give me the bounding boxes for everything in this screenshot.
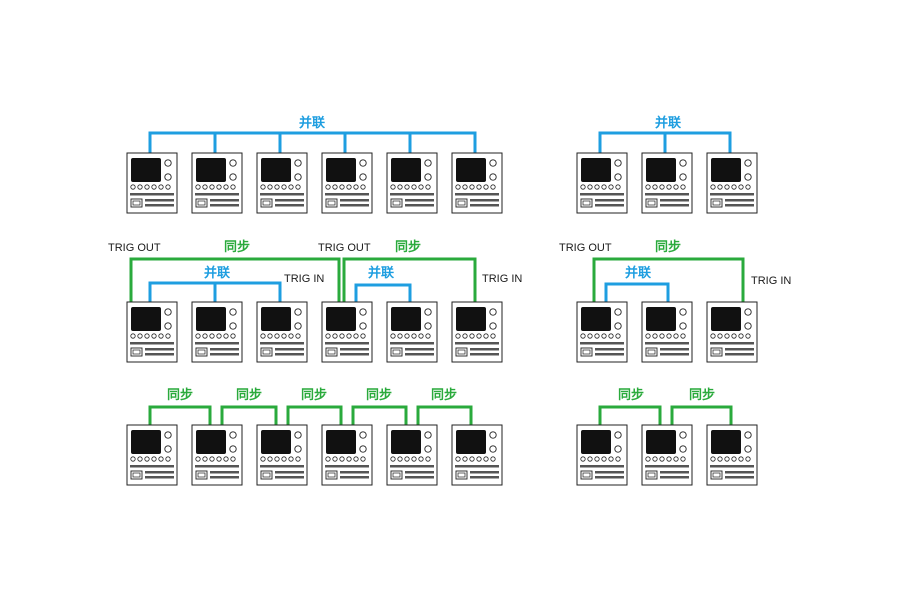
- row-parallel: 并联 并联: [126, 115, 758, 214]
- sync-line: [592, 257, 745, 303]
- parallel-label: 并联: [625, 265, 651, 281]
- trig-out-label: TRIG OUT: [108, 242, 161, 254]
- sync-label: 同步: [301, 387, 327, 403]
- sync-label: 同步: [655, 239, 681, 255]
- parallel-label: 并联: [204, 265, 230, 281]
- parallel-bus: [354, 283, 412, 303]
- row-parallel-sync: TRIG OUT 同步 并联 TRIG IN TRIG OUT 同步 并联 TR…: [108, 239, 791, 363]
- power-supply-unit-icon: [191, 424, 243, 486]
- power-supply-unit-icon: [191, 301, 243, 363]
- power-supply-unit-icon: [451, 152, 503, 214]
- power-supply-unit-icon: [706, 152, 758, 214]
- trig-in-label: TRIG IN: [751, 275, 791, 287]
- sync-label: 同步: [167, 387, 193, 403]
- power-supply-unit-icon: [706, 424, 758, 486]
- sync-chain: [598, 405, 733, 426]
- power-supply-unit-icon: [321, 301, 373, 363]
- sync-label: 同步: [224, 239, 250, 255]
- sync-label: 同步: [618, 387, 644, 403]
- power-supply-unit-icon: [576, 152, 628, 214]
- parallel-bus: [604, 282, 670, 303]
- sync-label: 同步: [366, 387, 392, 403]
- power-supply-unit-icon: [641, 424, 693, 486]
- row-sync: 同步 同步 同步 同步 同步 同步 同步: [126, 387, 758, 486]
- sync-label: 同步: [431, 387, 457, 403]
- power-supply-unit-icon: [321, 152, 373, 214]
- power-supply-unit-icon: [576, 424, 628, 486]
- power-supply-unit-icon: [386, 424, 438, 486]
- sync-chain: [148, 405, 473, 426]
- power-supply-unit-icon: [321, 424, 373, 486]
- sync-label: 同步: [689, 387, 715, 403]
- trig-in-label: TRIG IN: [284, 273, 324, 285]
- parallel-label: 并联: [655, 115, 681, 131]
- parallel-bus-left: [148, 131, 477, 154]
- trig-out-label: TRIG OUT: [559, 242, 612, 254]
- parallel-label: 并联: [368, 265, 394, 281]
- parallel-bus-right: [598, 131, 732, 154]
- power-supply-unit-icon: [641, 301, 693, 363]
- sync-line: [129, 257, 341, 303]
- trig-out-label: TRIG OUT: [318, 242, 371, 254]
- power-supply-unit-icon: [191, 152, 243, 214]
- power-supply-unit-icon: [576, 301, 628, 363]
- power-supply-unit-icon: [126, 424, 178, 486]
- trig-in-label: TRIG IN: [482, 273, 522, 285]
- power-supply-unit-icon: [256, 301, 308, 363]
- sync-line: [342, 257, 477, 303]
- power-supply-unit-icon: [386, 301, 438, 363]
- power-supply-unit-icon: [126, 152, 178, 214]
- sync-label: 同步: [395, 239, 421, 255]
- parallel-label: 并联: [299, 115, 325, 131]
- power-supply-unit-icon: [256, 424, 308, 486]
- power-supply-unit-icon: [641, 152, 693, 214]
- power-supply-unit-icon: [386, 152, 438, 214]
- parallel-bus: [148, 281, 282, 303]
- sync-label: 同步: [236, 387, 262, 403]
- power-supply-unit-icon: [451, 301, 503, 363]
- power-supply-unit-icon: [451, 424, 503, 486]
- power-supply-unit-icon: [706, 301, 758, 363]
- power-supply-unit-icon: [126, 301, 178, 363]
- power-supply-unit-icon: [256, 152, 308, 214]
